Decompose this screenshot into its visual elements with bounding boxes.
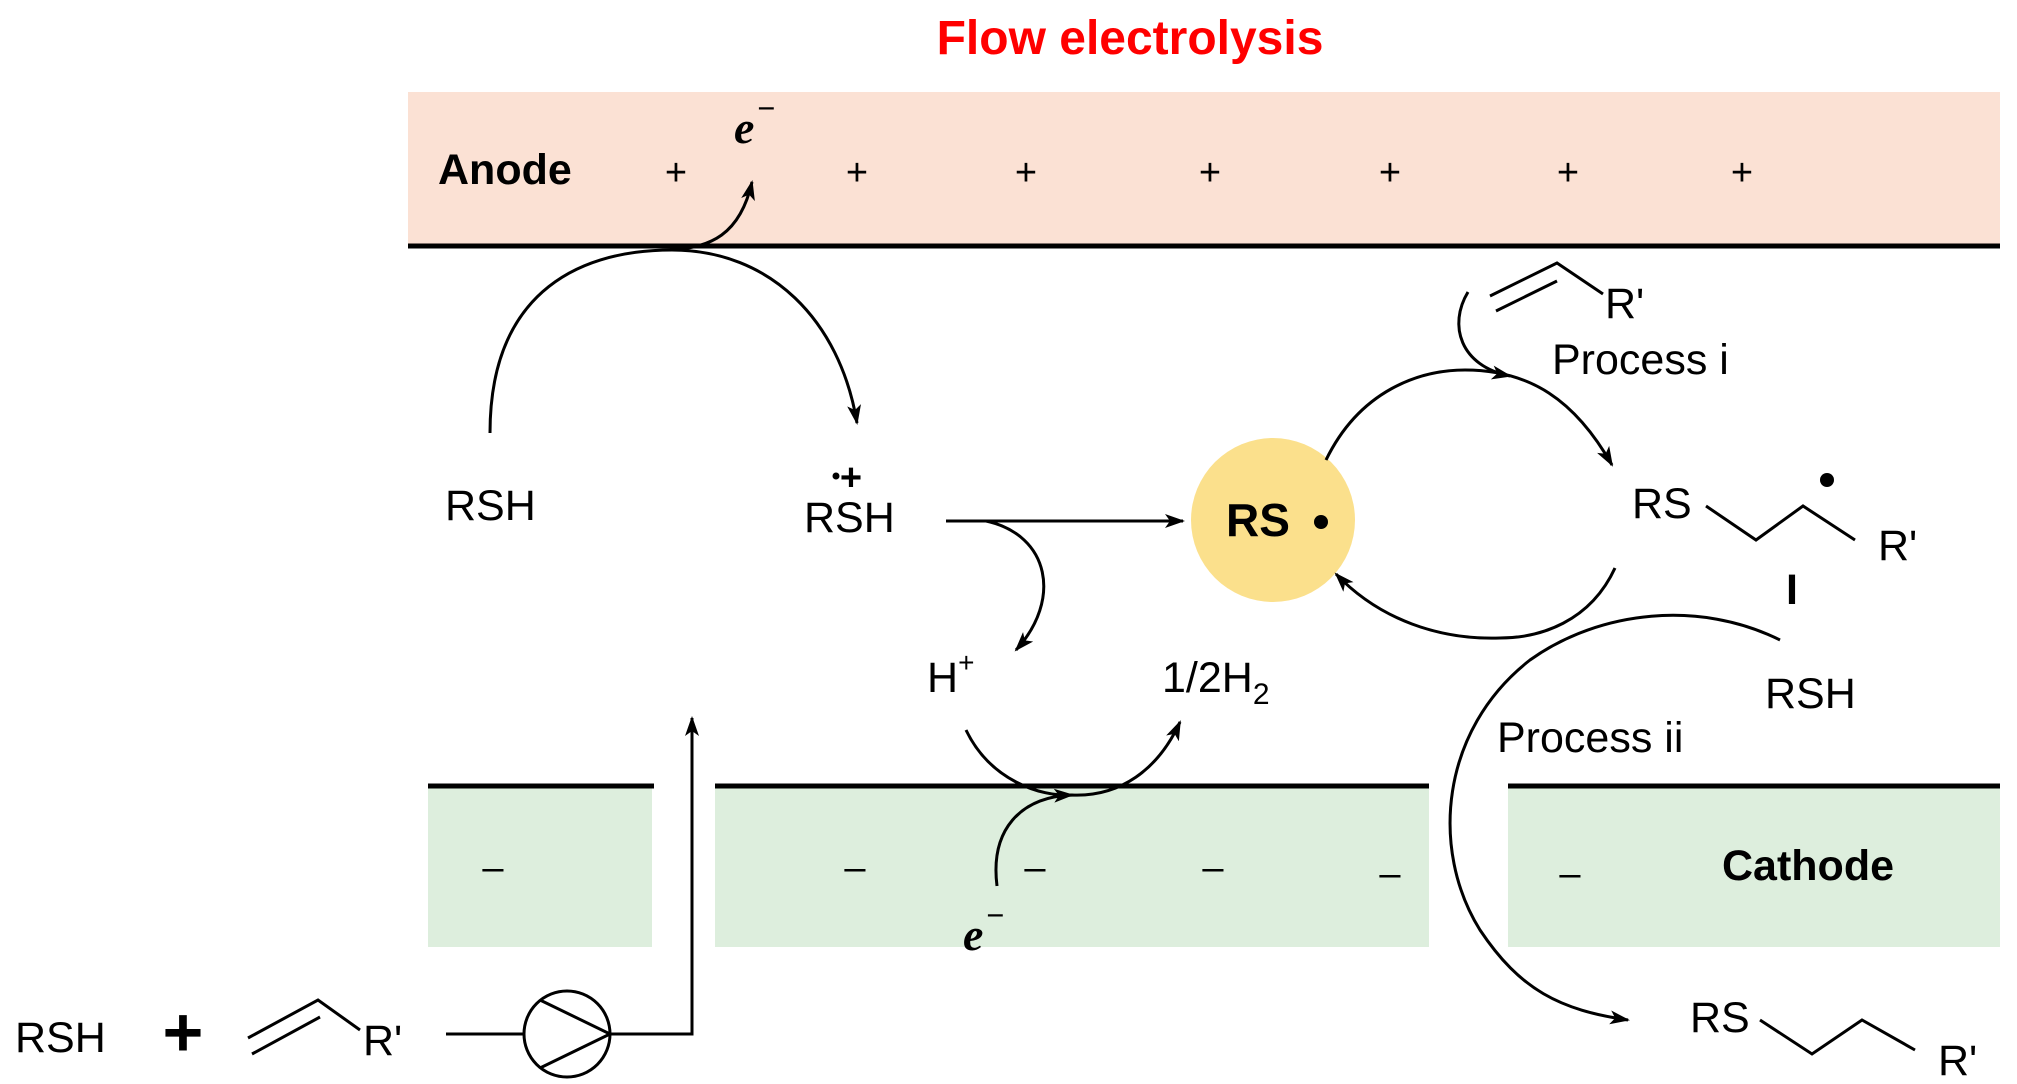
cathode-region-right [1508, 785, 2000, 947]
product-chain [1759, 1018, 1916, 1056]
cathode-electron-arrow [994, 788, 1074, 887]
hat-product-arrow [1448, 613, 1781, 1025]
oxidation-arrow [488, 248, 861, 434]
cathode-region-middle [715, 785, 1429, 947]
feed-alkene-double-bond [251, 1015, 321, 1056]
radical-dot [832, 472, 840, 480]
pump-icon [522, 989, 612, 1079]
anode-label: Anode [438, 146, 572, 194]
rsh-reactant-label: RSH [445, 482, 536, 530]
intermediate-number-label: I [1786, 566, 1798, 614]
cathode-electron-label: e− [963, 897, 1005, 960]
intermediate-chain [1705, 504, 1856, 542]
radical-regeneration-arrow [1334, 567, 1617, 640]
rsh-hat-donor-label: RSH [1765, 670, 1856, 718]
alkene-addition-arrow [1457, 291, 1512, 380]
diagram-title: Flow electrolysis [937, 12, 1324, 65]
product-r-label: R' [1938, 1037, 1977, 1084]
process-ii-label: Process ii [1497, 714, 1683, 762]
anode-region [408, 92, 2000, 246]
product-rs-label: RS [1690, 994, 1750, 1042]
cathode-minus-sign: – [1024, 847, 1046, 889]
cathode-label: Cathode [1722, 842, 1894, 890]
cathode-minus-sign: – [844, 847, 866, 889]
feed-line-to-cell [610, 716, 699, 1036]
feed-rsh-label: RSH [15, 1014, 106, 1062]
anode-plus-sign: + [1557, 152, 1579, 194]
intermediate-rs-label: RS [1632, 480, 1692, 528]
anode-plus-sign: + [665, 152, 687, 194]
feed-plus-sign: + [163, 993, 204, 1071]
anode-electron-arrow [669, 180, 755, 252]
rs-radical-highlight [1191, 438, 1355, 602]
process-i-arrow [1324, 368, 1614, 467]
anode-plus-sign: + [1199, 152, 1221, 194]
radical-dot [1820, 473, 1834, 487]
anode-plus-sign: + [846, 152, 868, 194]
alkene-r-label: R' [1605, 280, 1644, 328]
anode-plus-sign: + [1379, 152, 1401, 194]
radical-dot [1314, 515, 1328, 529]
cathode-region-left [428, 785, 652, 947]
radical-cation-label: RSH [804, 494, 895, 542]
process-i-label: Process i [1552, 336, 1729, 384]
cathode-minus-sign: – [1559, 853, 1581, 895]
pump-triangle [539, 998, 614, 1070]
radical-cation-charge: + [840, 457, 862, 499]
anode-plus-sign: + [1015, 152, 1037, 194]
anode-plus-sign: + [1731, 152, 1753, 194]
thiyl-radical-label: RS [1226, 494, 1290, 546]
alkene-bond [1489, 261, 1604, 298]
cathode-minus-sign: – [1379, 853, 1401, 895]
alkene-double-bond [1495, 279, 1558, 313]
feed-alkene-r-label: R' [363, 1017, 402, 1065]
cathode-minus-sign: – [1202, 847, 1224, 889]
cathode-minus-sign: – [482, 847, 504, 889]
intermediate-r-label: R' [1878, 522, 1917, 570]
proton-release-arrow [985, 519, 1046, 652]
hydrogen-label: 1/2H2 [1162, 654, 1270, 711]
anode-electron-label: e− [734, 90, 776, 153]
proton-label: H+ [927, 647, 974, 702]
feed-alkene-bond [247, 998, 361, 1040]
